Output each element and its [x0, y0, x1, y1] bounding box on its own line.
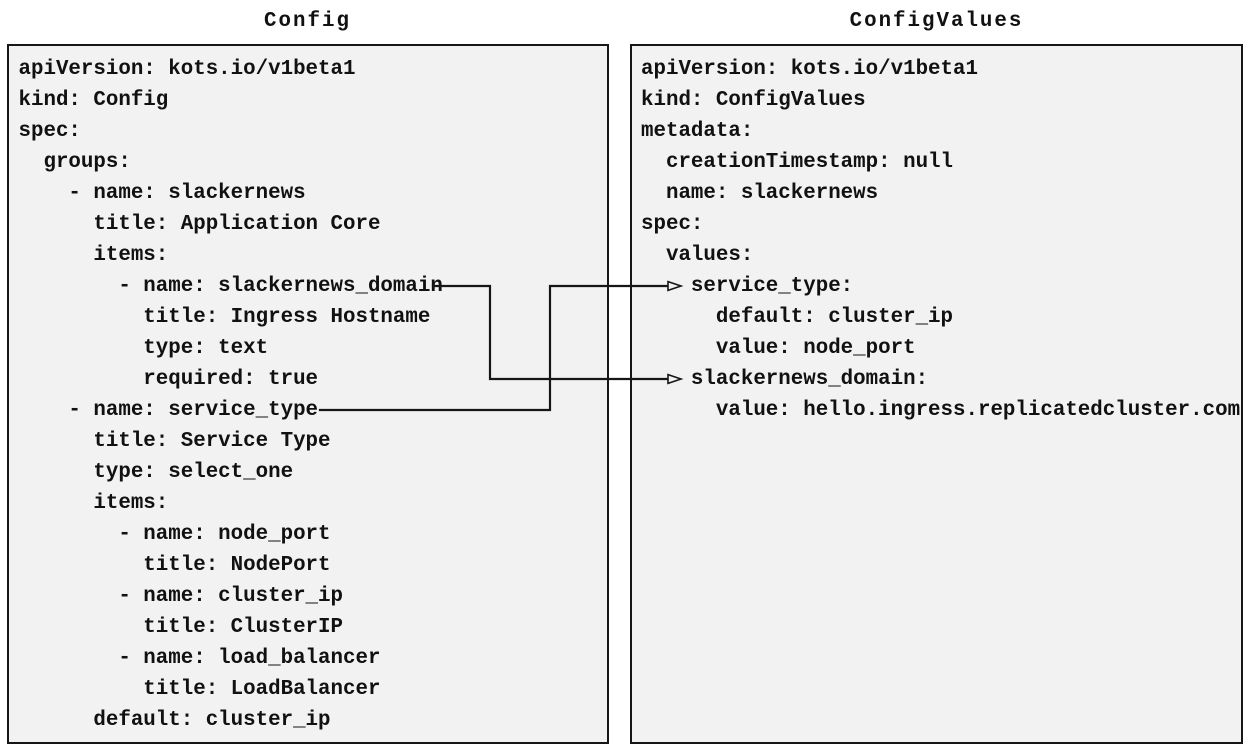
configvalues-panel-title: ConfigValues — [849, 10, 1024, 33]
config-yaml-panel: apiVersion: kots.io/v1beta1 kind: Config… — [7, 44, 609, 744]
config-panel-title: Config — [264, 10, 351, 33]
configvalues-yaml-panel: apiVersion: kots.io/v1beta1 kind: Config… — [630, 44, 1243, 744]
